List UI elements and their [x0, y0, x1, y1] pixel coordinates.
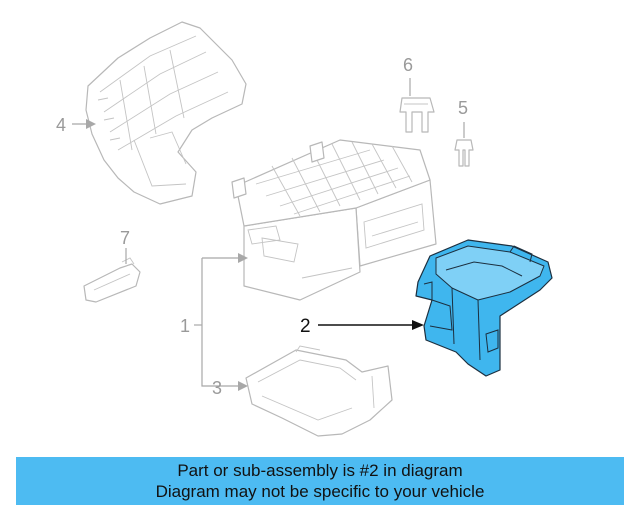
- part-5-fuse: [454, 139, 474, 167]
- leader-lines: [72, 78, 465, 391]
- callout-2: 2: [300, 316, 311, 337]
- banner-line-disclaimer: Diagram may not be specific to your vehi…: [155, 482, 485, 501]
- part-4-bracket: [85, 21, 247, 205]
- info-banner: Part or sub-assembly is #2 in diagram Di…: [16, 457, 624, 505]
- banner-line-part: Part or sub-assembly is #2 in diagram: [177, 461, 463, 480]
- part-2-battery-box: [415, 239, 553, 377]
- callout-4: 4: [56, 115, 66, 135]
- part-6-fuse: [399, 97, 435, 133]
- callout-5: 5: [458, 98, 468, 118]
- part-3-tray: [245, 345, 393, 437]
- callout-3: 3: [212, 378, 222, 398]
- part-1-battery: [231, 139, 437, 301]
- callout-6: 6: [403, 55, 413, 75]
- callout-7: 7: [120, 228, 130, 248]
- part-7-clip: [83, 257, 141, 303]
- callout-1: 1: [180, 316, 190, 336]
- parts-diagram: 4 6 5 7 1 2 3: [56, 21, 553, 437]
